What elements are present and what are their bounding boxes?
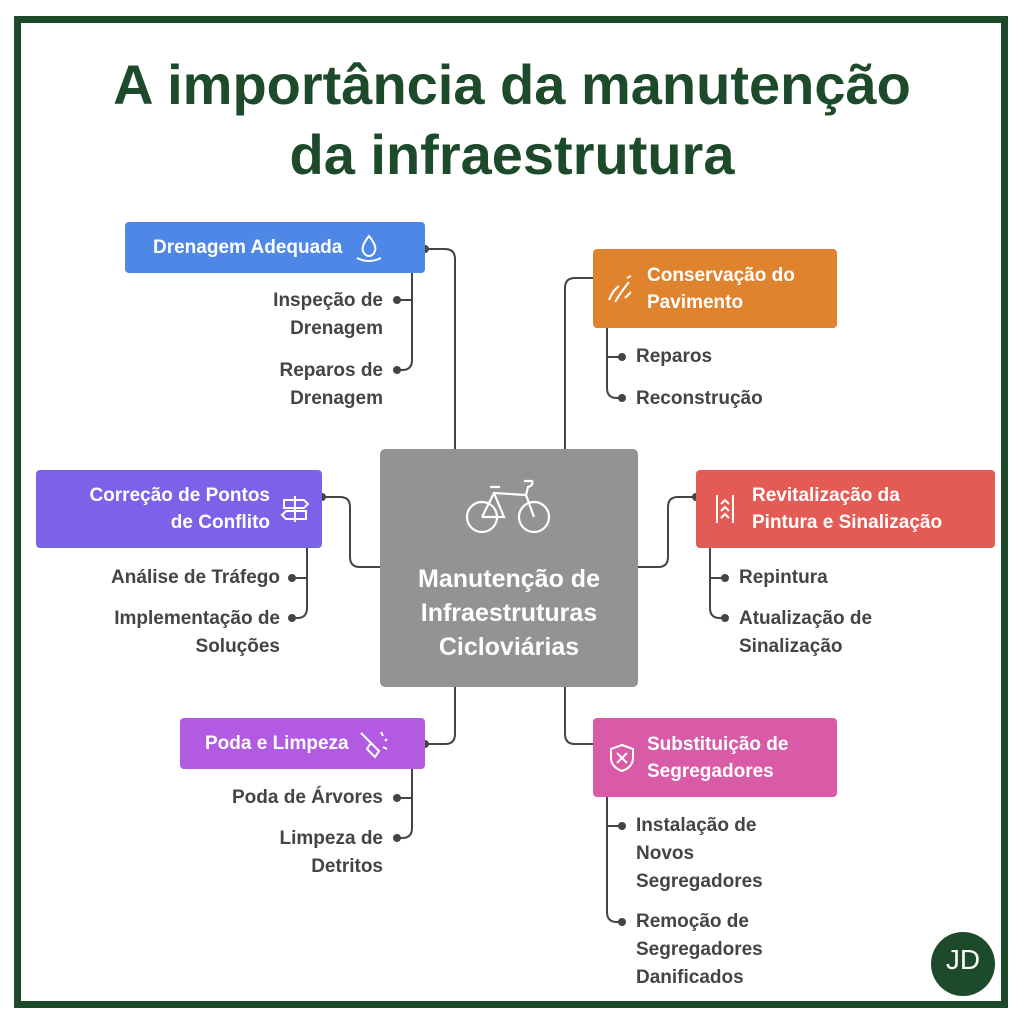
sub-item: Reconstrução bbox=[636, 388, 763, 409]
signpost-icon bbox=[280, 496, 310, 522]
sub-item: Repintura bbox=[739, 567, 828, 588]
shield-x-icon bbox=[610, 743, 634, 772]
broom-icon bbox=[359, 731, 388, 759]
center-line-1: Manutenção de bbox=[418, 565, 600, 593]
branch-label: Correção de Pontos bbox=[89, 485, 270, 506]
branch-label: Substituição de bbox=[647, 733, 789, 755]
center-line-2: Infraestruturas bbox=[420, 599, 598, 627]
branch-poda: Poda e Limpeza bbox=[180, 718, 425, 769]
branch-drenagem: Drenagem Adequada bbox=[125, 222, 425, 273]
branch-label: Revitalização da bbox=[752, 485, 900, 506]
branch-label: Conservação do bbox=[647, 264, 795, 286]
branch-label: Poda e Limpeza bbox=[205, 733, 349, 754]
branch-label: Drenagem Adequada bbox=[153, 237, 343, 258]
title-line-1: A importância da manutenção bbox=[113, 53, 911, 116]
center-line-3: Cicloviárias bbox=[438, 633, 580, 661]
water-drop-icon bbox=[356, 233, 382, 262]
center-node: Manutenção de Infraestruturas Cicloviári… bbox=[380, 449, 638, 687]
road-repair-icon bbox=[608, 274, 632, 303]
lane-marking-icon bbox=[716, 495, 734, 523]
bicycle-icon bbox=[465, 479, 551, 534]
logo: JD bbox=[931, 932, 995, 996]
sub-item: Poda de Árvores bbox=[232, 787, 383, 808]
sub-item: Reparos bbox=[636, 346, 713, 367]
sub-item: Análise de Tráfego bbox=[111, 567, 280, 588]
title-line-2: da infraestrutura bbox=[289, 123, 735, 186]
frame-border bbox=[14, 16, 1008, 1008]
